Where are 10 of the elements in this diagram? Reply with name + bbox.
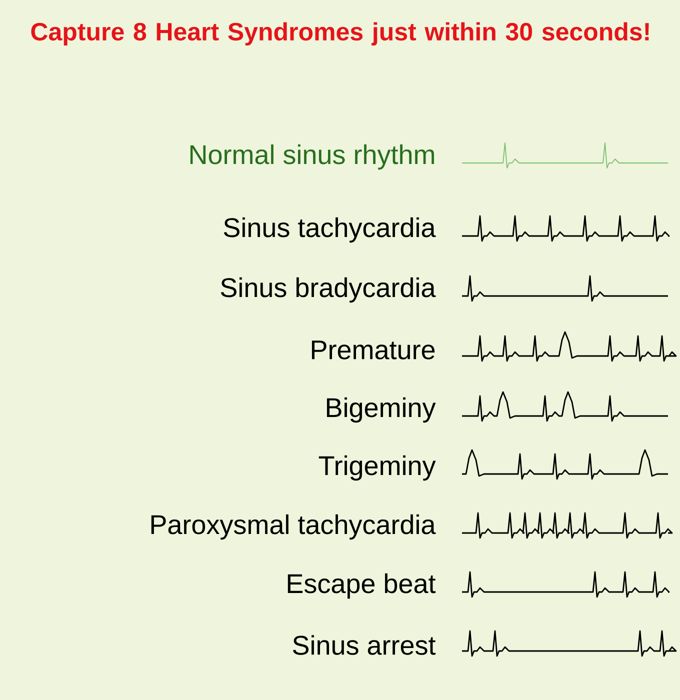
title: Capture 8 Heart Syndromes just within 30 seconds! (31, 22, 649, 46)
rhythm-name: Trigeminy (318, 455, 436, 481)
rhythm-name: Normal sinus rhythm (190, 144, 434, 170)
rhythm-name: Sinus arrest (292, 635, 436, 655)
rhythm-name: Sinus bradycardia (220, 277, 436, 303)
rhythm-name: Escape beat (288, 573, 436, 599)
rhythm-name: Sinus tachycardia (224, 217, 436, 243)
rhythm-name: Bigeminy (326, 397, 436, 423)
rhythm-name: Paroxysmal tachycardia (151, 514, 436, 540)
rhythm-name: Premature (312, 340, 435, 360)
